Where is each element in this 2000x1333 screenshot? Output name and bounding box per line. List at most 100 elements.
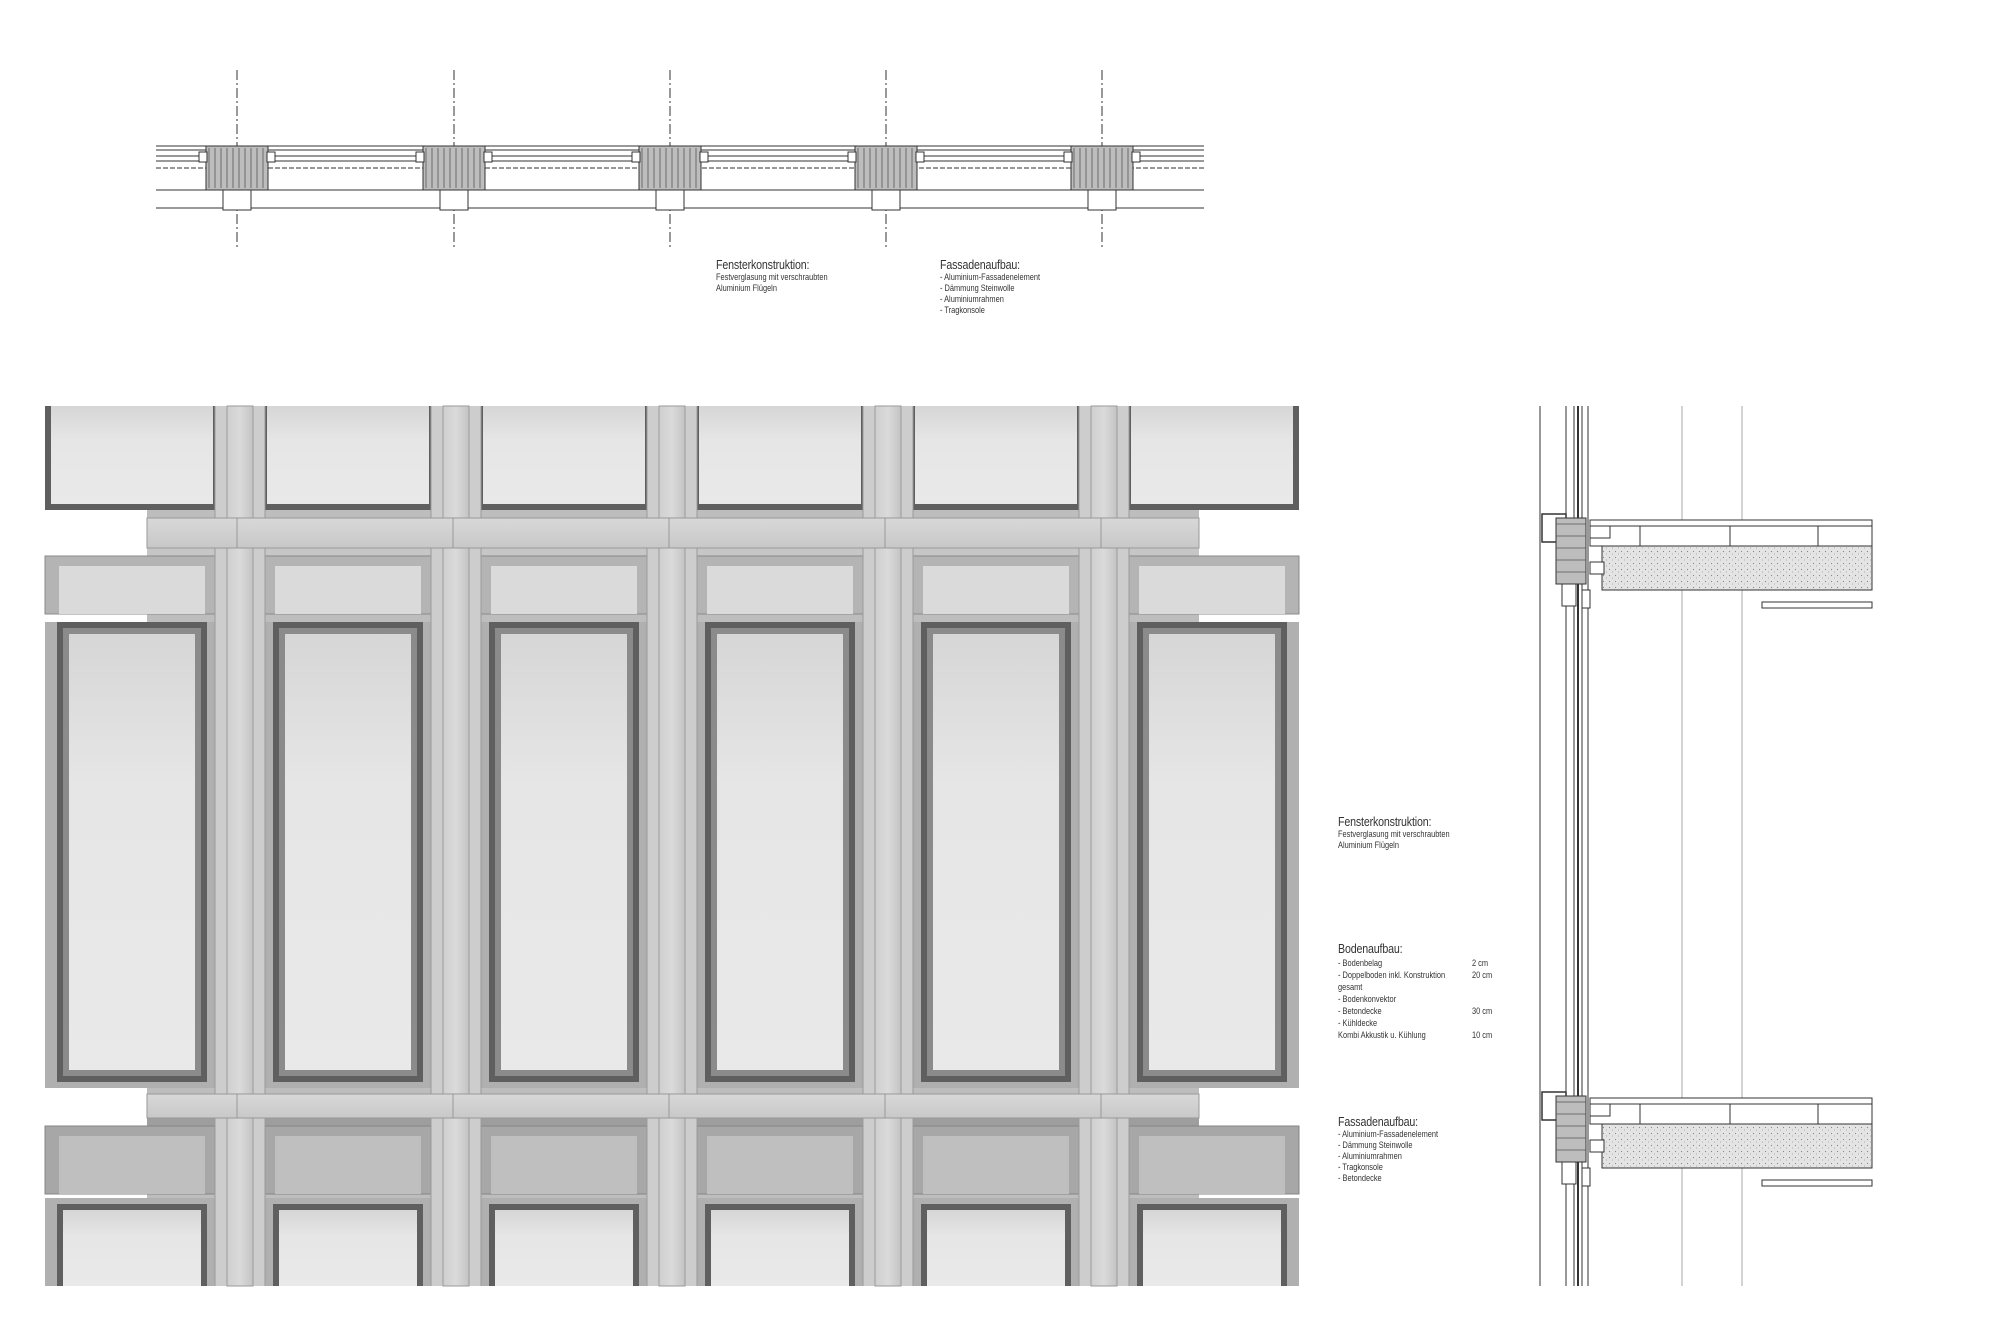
section-note-floor-heading: Bodenaufbau:	[1338, 941, 1403, 956]
plan-note-facade-line-4: - Tragkonsole	[940, 304, 985, 316]
floor-spec-item: Kombi Akkustik u. Kühlung	[1338, 1030, 1426, 1041]
gasket	[266, 151, 276, 163]
plan-note-window: Fensterkonstruktion: Festverglasung mit …	[716, 257, 859, 295]
pillar	[226, 405, 254, 1287]
gasket	[1063, 151, 1073, 163]
window-glass	[495, 1210, 633, 1286]
plan-mullion-node	[198, 70, 276, 248]
floor-slab-detail	[1541, 1091, 1873, 1187]
window-glass	[267, 406, 429, 504]
bracket	[1087, 189, 1117, 211]
facade-node	[1555, 517, 1587, 585]
plan-mullion-node	[1063, 70, 1141, 248]
cooling-ceiling	[1761, 1179, 1873, 1187]
gasket	[631, 151, 641, 163]
section-note-window-line-2: Aluminium Flügeln	[1338, 839, 1399, 851]
spandrel-face	[1139, 1136, 1285, 1194]
spandrel-face	[923, 566, 1069, 614]
window-glass	[63, 1210, 201, 1286]
concrete-slab	[1601, 1123, 1873, 1169]
window-glass	[699, 406, 861, 504]
window-glass	[927, 1210, 1065, 1286]
mullion-profile	[638, 145, 702, 191]
raised-floor	[1589, 519, 1873, 547]
section-note-facade: Fassadenaufbau: - Aluminium-Fassadenelem…	[1338, 1114, 1466, 1185]
floor-spec-row: - Bodenkonvektor	[1338, 994, 1508, 1006]
section-note-facade-line-5: - Betondecke	[1338, 1172, 1382, 1184]
floor-spec-value: 30 cm	[1472, 1006, 1493, 1017]
glass-clamp	[1561, 583, 1577, 607]
floor-spec-item: - Bodenbelag	[1338, 958, 1383, 969]
floor-spec-item: - Bodenkonvektor	[1338, 994, 1397, 1005]
gasket	[699, 151, 709, 163]
pillar	[442, 405, 470, 1287]
pillar	[1090, 405, 1118, 1287]
floor-spec-value: 10 cm	[1472, 1030, 1493, 1041]
section-note-facade-line-4: - Tragkonsole	[1338, 1161, 1383, 1173]
floor-spec-item: - Doppelboden inkl. Konstruktion	[1338, 970, 1446, 981]
gasket	[847, 151, 857, 163]
section-note-facade-line-3: - Aluminiumrahmen	[1338, 1150, 1402, 1162]
glass-clamp	[1581, 589, 1591, 609]
window-glass	[279, 1210, 417, 1286]
plan-note-facade-line-3: - Aluminiumrahmen	[940, 293, 1004, 305]
floor-spec-item: gesamt	[1338, 982, 1363, 993]
spandrel-face	[1139, 566, 1285, 614]
section-note-window-heading: Fensterkonstruktion:	[1338, 814, 1432, 829]
bracket	[655, 189, 685, 211]
sill-profile	[1589, 525, 1611, 539]
facade-vertical-section	[1539, 406, 1873, 1286]
plan-note-window-heading: Fensterkonstruktion:	[716, 257, 810, 272]
mullion-profile	[1070, 145, 1134, 191]
section-note-facade-heading: Fassadenaufbau:	[1338, 1114, 1418, 1129]
section-note-floor: Bodenaufbau:	[1338, 941, 1417, 957]
mullion-profile	[854, 145, 918, 191]
spandrel-beam	[146, 1093, 1200, 1119]
sill-profile	[1589, 561, 1605, 575]
plan-mullion-node	[415, 70, 493, 248]
spandrel-face	[707, 566, 853, 614]
spandrel-face	[59, 1136, 205, 1194]
spandrel-beam	[146, 517, 1200, 549]
facade-plan-section	[156, 70, 1204, 248]
gasket	[415, 151, 425, 163]
spandrel-face	[707, 1136, 853, 1194]
gasket	[915, 151, 925, 163]
floor-spec-row: - Kühldecke	[1338, 1018, 1508, 1030]
spandrel-face	[59, 566, 205, 614]
window-glass	[717, 634, 843, 1070]
floor-spec-value: 20 cm	[1472, 970, 1493, 981]
plan-note-window-line-1: Festverglasung mit verschraubten	[716, 271, 828, 283]
section-note-facade-line-2: - Dämmung Steinwolle	[1338, 1139, 1413, 1151]
facade-elevation	[44, 405, 1300, 1287]
gasket	[198, 151, 208, 163]
spandrel-face	[491, 1136, 637, 1194]
bracket	[222, 189, 252, 211]
window-glass	[933, 634, 1059, 1070]
bracket	[871, 189, 901, 211]
floor-slab-detail	[1541, 513, 1873, 609]
gasket	[483, 151, 493, 163]
bracket	[439, 189, 469, 211]
facade-node	[1555, 1095, 1587, 1163]
spandrel-face	[275, 1136, 421, 1194]
window-glass	[69, 634, 195, 1070]
window-glass	[915, 406, 1077, 504]
cooling-ceiling	[1761, 601, 1873, 609]
window-glass	[501, 634, 627, 1070]
plan-note-facade-line-2: - Dämmung Steinwolle	[940, 282, 1015, 294]
spandrel-face	[275, 566, 421, 614]
plan-note-facade-heading: Fassadenaufbau:	[940, 257, 1020, 272]
plan-note-facade-line-1: - Aluminium-Fassadenelement	[940, 271, 1041, 283]
floor-spec-row: - Doppelboden inkl. Konstruktion 20 cm	[1338, 970, 1508, 982]
section-note-window: Fensterkonstruktion: Festverglasung mit …	[1338, 814, 1481, 852]
window-glass	[1131, 406, 1293, 504]
section-note-facade-line-1: - Aluminium-Fassadenelement	[1338, 1128, 1439, 1140]
plan-mullion-node	[631, 70, 709, 248]
sill-profile	[1589, 1103, 1611, 1117]
plan-note-facade: Fassadenaufbau: - Aluminium-Fassadenelem…	[940, 257, 1068, 317]
plan-note-window-line-2: Aluminium Flügeln	[716, 282, 777, 294]
